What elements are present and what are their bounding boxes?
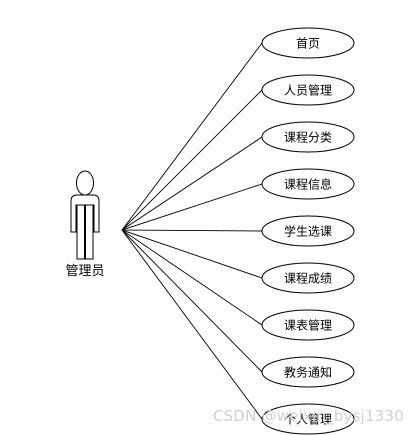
association-line bbox=[121, 229, 263, 232]
use-case-notices: 教务通知 bbox=[261, 356, 355, 388]
use-case-ellipse bbox=[261, 215, 355, 247]
use-case-personal: 个人管理 bbox=[261, 403, 355, 435]
use-case-label: 学生选课 bbox=[284, 224, 332, 239]
use-case-label: 个人管理 bbox=[284, 412, 332, 427]
use-case-ellipse bbox=[261, 309, 355, 341]
use-case-label: 课程信息 bbox=[284, 177, 332, 192]
association-line bbox=[121, 89, 263, 231]
association-lines bbox=[121, 42, 263, 420]
watermark: CSDN @weixin_bysj1330 bbox=[212, 407, 404, 425]
use-case-ellipse bbox=[261, 74, 355, 106]
use-case-label: 课表管理 bbox=[284, 318, 332, 333]
use-case-label: 课程成绩 bbox=[284, 271, 332, 286]
actor-head bbox=[76, 170, 94, 196]
association-line bbox=[121, 229, 263, 279]
association-line bbox=[121, 229, 263, 373]
use-case-ellipse bbox=[261, 168, 355, 200]
use-case-label: 课程分类 bbox=[284, 130, 332, 145]
use-case-course-info: 课程信息 bbox=[261, 168, 355, 200]
actor-body bbox=[70, 194, 100, 233]
use-case-ellipse bbox=[261, 403, 355, 435]
use-case-course-category: 课程分类 bbox=[261, 121, 355, 153]
association-line bbox=[121, 183, 263, 231]
association-line bbox=[121, 229, 263, 420]
actor-figure: 管理员 bbox=[65, 170, 105, 279]
use-case-timetable: 课表管理 bbox=[261, 309, 355, 341]
use-case-label: 首页 bbox=[296, 37, 320, 51]
use-case-personnel: 人员管理 bbox=[261, 74, 355, 106]
actor-left-leg bbox=[76, 204, 85, 260]
use-case-course-selection: 学生选课 bbox=[261, 215, 355, 247]
use-case-ellipse bbox=[261, 121, 355, 153]
use-case-ellipse bbox=[261, 262, 355, 294]
use-case-home: 首页 bbox=[261, 27, 355, 59]
use-case-ellipse bbox=[261, 356, 355, 388]
use-case-grades: 课程成绩 bbox=[261, 262, 355, 294]
use-case-label: 人员管理 bbox=[284, 83, 332, 98]
actor-label: 管理员 bbox=[65, 264, 104, 279]
actor-right-leg bbox=[85, 204, 94, 260]
use-case-ellipse bbox=[261, 27, 355, 59]
use-case-label: 教务通知 bbox=[284, 365, 332, 380]
association-line bbox=[121, 42, 263, 231]
association-line bbox=[121, 229, 263, 326]
association-line bbox=[121, 136, 263, 231]
